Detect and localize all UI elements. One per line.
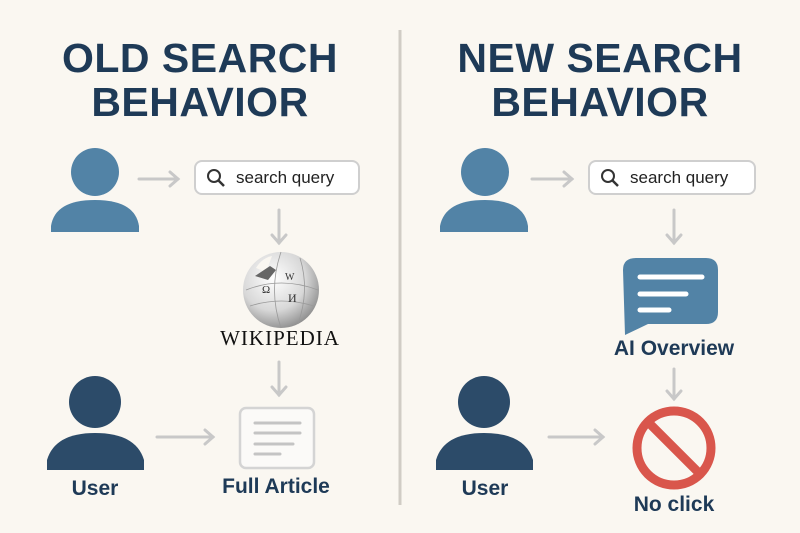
svg-text:И: И bbox=[288, 291, 297, 305]
search-query-text: search query bbox=[236, 167, 335, 187]
user-label-left: User bbox=[71, 477, 119, 500]
left-search-box: search query bbox=[194, 160, 360, 195]
ai-overview-label: AI Overview bbox=[613, 337, 735, 360]
user-icon-dark-left bbox=[47, 376, 144, 470]
full-article-label: Full Article bbox=[222, 475, 330, 498]
arrow-right-icon bbox=[155, 428, 216, 446]
arrow-down-icon bbox=[270, 360, 288, 398]
no-click-label: No click bbox=[633, 493, 715, 516]
right-title: NEW SEARCH BEHAVIOR bbox=[400, 36, 800, 124]
wikipedia-globe-icon: Ω W И bbox=[243, 251, 319, 329]
left-title-line2: BEHAVIOR bbox=[91, 79, 309, 125]
arrow-right-icon bbox=[137, 170, 181, 188]
svg-text:Ω: Ω bbox=[262, 284, 270, 296]
search-query-text: search query bbox=[630, 167, 729, 187]
user-icon-light-left bbox=[51, 148, 139, 232]
search-icon bbox=[601, 168, 619, 187]
user-icon-dark-right bbox=[436, 376, 533, 470]
arrow-down-icon bbox=[665, 367, 683, 402]
arrow-down-icon bbox=[665, 208, 683, 246]
arrow-right-icon bbox=[547, 428, 606, 446]
right-title-line2: BEHAVIOR bbox=[491, 79, 709, 125]
wikipedia-wordmark: Wikipedia bbox=[220, 326, 340, 350]
svg-text:W: W bbox=[285, 272, 295, 283]
right-title-line1: NEW SEARCH bbox=[457, 35, 743, 81]
right-search-box: search query bbox=[588, 160, 756, 195]
article-icon bbox=[238, 406, 316, 470]
arrow-right-icon bbox=[530, 170, 575, 188]
user-icon-light-right bbox=[440, 148, 528, 232]
arrow-down-icon bbox=[270, 208, 288, 246]
left-title-line1: OLD SEARCH bbox=[61, 35, 339, 81]
ai-overview-chat-icon bbox=[623, 258, 718, 335]
user-label-right: User bbox=[461, 477, 509, 500]
no-click-prohibited-icon bbox=[632, 406, 716, 490]
search-icon bbox=[207, 168, 225, 187]
left-title: OLD SEARCH BEHAVIOR bbox=[0, 36, 400, 124]
